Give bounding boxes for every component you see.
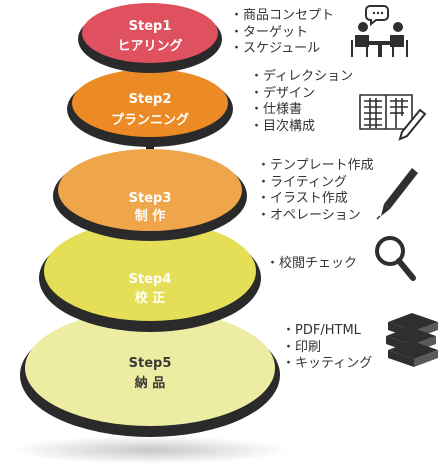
step3-title: Step3	[129, 191, 172, 206]
list-item: テンプレート作成	[257, 158, 374, 175]
step5-name: 納 品	[135, 375, 166, 391]
step2-disc: Step2 プランニング	[67, 69, 233, 147]
step4-title: Step4	[129, 272, 172, 287]
meeting-icon	[351, 5, 408, 57]
pen-icon	[376, 168, 418, 220]
list-item: 商品コンセプト	[230, 8, 334, 25]
list-item: スケジュール	[230, 41, 334, 58]
list-item: PDF/HTML	[282, 323, 372, 340]
list-item: デザイン	[250, 86, 353, 103]
step4-name: 校 正	[135, 290, 166, 306]
list-item: 仕様書	[250, 102, 353, 119]
step4-disc: Step4 校 正	[39, 221, 261, 332]
step5-disc: Step5 納 品	[20, 310, 280, 437]
list-item: ライティング	[257, 175, 374, 192]
step3-items: テンプレート作成 ライティング イラスト作成 オペレーション	[257, 158, 374, 224]
step1-items: 商品コンセプト ターゲット スケジュール	[230, 8, 334, 58]
list-item: イラスト作成	[257, 191, 374, 208]
step2-title: Step2	[129, 92, 172, 107]
list-item: オペレーション	[257, 208, 374, 225]
step3-name: 制 作	[135, 208, 166, 224]
list-item: 校閲チェック	[266, 256, 357, 273]
step2-items: ディレクション デザイン 仕様書 目次構成	[250, 69, 353, 135]
list-item: ターゲット	[230, 25, 334, 42]
list-item: ディレクション	[250, 69, 353, 86]
base-shadow	[10, 436, 290, 464]
step5-title: Step5	[129, 356, 172, 371]
step1-title: Step1	[129, 19, 172, 34]
list-item: 目次構成	[250, 119, 353, 136]
step1-disc: Step1 ヒアリング	[78, 3, 222, 73]
step2-name: プランニング	[111, 112, 189, 128]
list-item: キッティング	[282, 356, 372, 373]
step5-items: PDF/HTML 印刷 キッティング	[282, 323, 372, 373]
step1-name: ヒアリング	[117, 38, 182, 54]
step4-items: 校閲チェック	[266, 256, 357, 273]
step3-disc: Step3 制 作	[53, 149, 247, 241]
list-item: 印刷	[282, 340, 372, 357]
books-icon	[386, 313, 438, 367]
layout-plan-icon	[359, 94, 427, 141]
magnifier-icon	[375, 236, 416, 281]
